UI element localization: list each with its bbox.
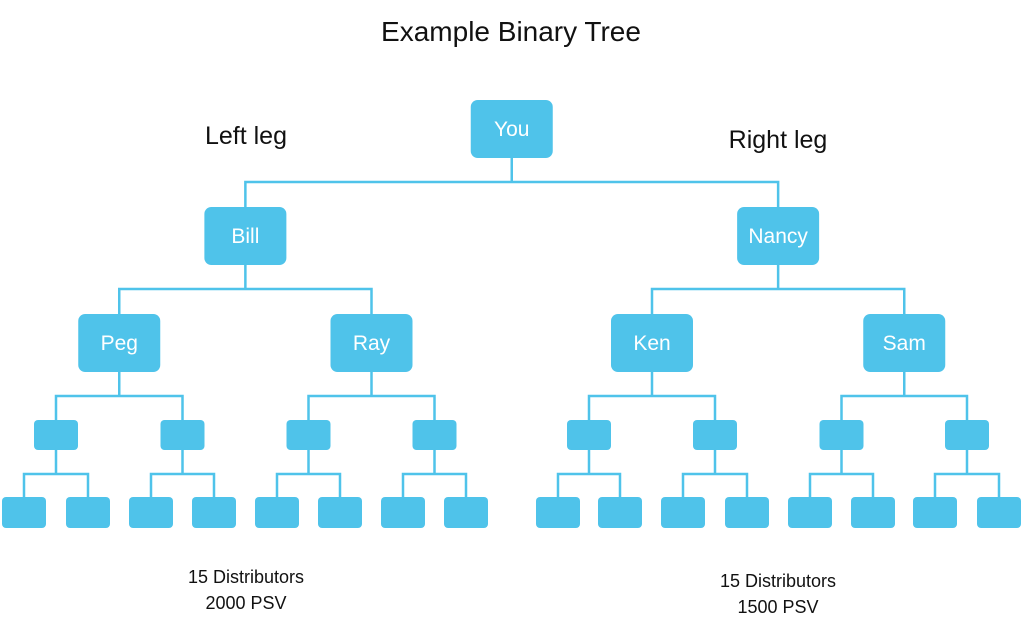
node-level-5-14	[851, 497, 895, 528]
node-level-5-6	[318, 497, 362, 528]
node-level-5-4	[192, 497, 236, 528]
node-level-5-9	[536, 497, 580, 528]
connector-level-4-3	[275, 450, 342, 497]
node-you: You	[470, 100, 553, 158]
left-leg-label: Left leg	[205, 122, 287, 150]
node-peg: Peg	[78, 314, 161, 372]
node-level-4-4-box	[412, 420, 457, 450]
node-level-5-9-box	[536, 497, 580, 528]
node-bill-label: Bill	[231, 225, 259, 248]
node-level-5-11	[661, 497, 705, 528]
node-level-5-3	[129, 497, 173, 528]
node-level-5-11-box	[661, 497, 705, 528]
node-level-5-6-box	[318, 497, 362, 528]
node-level-5-13-box	[788, 497, 832, 528]
node-level-4-5	[567, 420, 611, 450]
node-ray: Ray	[330, 314, 413, 372]
node-level-4-6-box	[693, 420, 737, 450]
node-level-5-8	[444, 497, 488, 528]
left-leg-psv: 2000 PSV	[205, 593, 286, 613]
node-level-5-7-box	[381, 497, 425, 528]
node-peg-box	[78, 314, 161, 372]
node-level-4-4	[412, 420, 457, 450]
diagram-title: Example Binary Tree	[381, 16, 641, 47]
connector-level-2-2	[650, 265, 906, 314]
node-ray-box	[330, 314, 413, 372]
connector-level-4-1	[22, 450, 90, 497]
node-level-4-5-box	[567, 420, 611, 450]
node-level-5-10-box	[598, 497, 642, 528]
connector-level-3-4	[840, 372, 969, 420]
node-level-4-2	[160, 420, 205, 450]
node-level-5-1	[2, 497, 46, 528]
node-level-4-8	[945, 420, 989, 450]
left-leg-distributor-count: 15 Distributors	[188, 567, 304, 587]
node-level-4-3-box	[286, 420, 331, 450]
node-level-5-2-box	[66, 497, 110, 528]
node-level-5-7	[381, 497, 425, 528]
right-leg-psv: 1500 PSV	[737, 597, 818, 617]
node-level-4-1-box	[34, 420, 78, 450]
node-ken-box	[611, 314, 693, 372]
node-level-4-8-box	[945, 420, 989, 450]
node-you-label: You	[494, 118, 529, 141]
connector-level-4-8	[933, 450, 1001, 497]
connector-level-4-4	[401, 450, 468, 497]
connector-level-4-7	[808, 450, 875, 497]
connector-level-4-2	[149, 450, 216, 497]
node-level-5-8-box	[444, 497, 488, 528]
connector-level-4-5	[556, 450, 622, 497]
node-level-4-7-box	[819, 420, 864, 450]
node-nancy-box	[737, 207, 820, 265]
node-level-5-15-box	[913, 497, 957, 528]
node-level-4-2-box	[160, 420, 205, 450]
node-peg-label: Peg	[101, 332, 138, 355]
node-level-5-2	[66, 497, 110, 528]
connector-level-1-1	[244, 158, 780, 207]
node-bill-box	[204, 207, 287, 265]
node-level-5-5-box	[255, 497, 299, 528]
right-leg-label: Right leg	[729, 126, 828, 154]
node-you-box	[470, 100, 553, 158]
node-level-4-1	[34, 420, 78, 450]
node-level-5-12	[725, 497, 769, 528]
connector-level-4-6	[681, 450, 749, 497]
node-level-5-14-box	[851, 497, 895, 528]
node-level-5-4-box	[192, 497, 236, 528]
node-level-4-7	[819, 420, 864, 450]
node-level-4-3	[286, 420, 331, 450]
node-level-5-10	[598, 497, 642, 528]
node-level-5-12-box	[725, 497, 769, 528]
node-level-5-3-box	[129, 497, 173, 528]
node-ken-label: Ken	[633, 332, 670, 355]
node-ray-label: Ray	[353, 332, 391, 355]
node-level-5-16-box	[977, 497, 1021, 528]
node-bill: Bill	[204, 207, 287, 265]
node-ken: Ken	[611, 314, 693, 372]
connector-level-2-1	[118, 265, 373, 314]
node-nancy-label: Nancy	[748, 225, 808, 248]
connector-level-3-3	[587, 372, 717, 420]
node-level-5-16	[977, 497, 1021, 528]
node-level-4-6	[693, 420, 737, 450]
node-level-5-15	[913, 497, 957, 528]
tree-connectors	[22, 158, 1001, 497]
connector-level-3-2	[307, 372, 436, 420]
node-sam-box	[863, 314, 946, 372]
node-sam-label: Sam	[883, 332, 926, 355]
right-leg-distributor-count: 15 Distributors	[720, 571, 836, 591]
node-nancy: Nancy	[737, 207, 820, 265]
node-sam: Sam	[863, 314, 946, 372]
node-level-5-5	[255, 497, 299, 528]
node-level-5-1-box	[2, 497, 46, 528]
connector-level-3-1	[54, 372, 184, 420]
node-level-5-13	[788, 497, 832, 528]
